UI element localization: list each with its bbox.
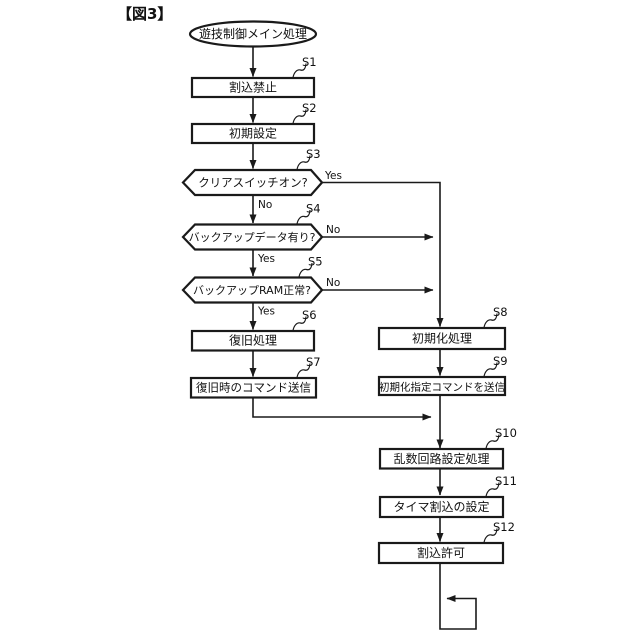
step-id-s5: S5 <box>308 255 323 269</box>
process-box-s6 <box>190 329 316 352</box>
branch-yes-s4: Yes <box>257 253 275 265</box>
step-id-s11: S11 <box>495 474 517 488</box>
process-label-s7: 復旧時のコマンド送信 <box>196 381 311 395</box>
decision-label-s4: バックアップデータ有り? <box>189 230 316 244</box>
leader-s7 <box>296 363 311 378</box>
step-id-s3: S3 <box>306 147 321 161</box>
step-id-s12: S12 <box>493 520 515 534</box>
step-id-s8: S8 <box>493 305 508 319</box>
branch-yes-s5: Yes <box>257 306 275 318</box>
leader-s8 <box>483 313 498 328</box>
process-box-s8 <box>377 326 507 351</box>
process-label-s2: 初期設定 <box>229 126 277 141</box>
decision-hexagon-s4 <box>181 223 324 251</box>
decision-label-s5: バックアップRAM正常? <box>193 284 311 297</box>
process-box-s9 <box>377 375 507 397</box>
start-terminator: 遊技制御メイン処理 <box>188 20 318 48</box>
branch-yes-s3: Yes <box>324 170 342 182</box>
leader-s12 <box>483 528 498 543</box>
process-box-s12 <box>377 541 505 565</box>
process-box-s7 <box>189 376 318 399</box>
connectors <box>249 46 477 630</box>
process-s2: 初期設定 S2 <box>190 101 317 145</box>
process-box-s2 <box>190 122 316 145</box>
decision-label-s3: クリアスイッチオン? <box>198 176 308 190</box>
process-label-s6: 復旧処理 <box>229 333 277 348</box>
decision-s4: バックアップデータ有り? S4 No Yes <box>181 202 340 265</box>
start-label: 遊技制御メイン処理 <box>199 26 307 41</box>
branch-no-s4: No <box>326 224 340 236</box>
decision-s3: クリアスイッチオン? S3 Yes No <box>181 147 342 211</box>
process-label-s10: 乱数回路設定処理 <box>393 451 489 466</box>
step-id-s2: S2 <box>302 101 317 115</box>
process-s10: 乱数回路設定処理 S10 <box>378 426 517 470</box>
process-s1: 割込禁止 S1 <box>190 55 317 99</box>
leader-s5 <box>298 262 313 278</box>
process-s6: 復旧処理 S6 <box>190 308 317 352</box>
process-s7: 復旧時のコマンド送信 S7 <box>189 355 321 399</box>
step-id-s9: S9 <box>493 354 508 368</box>
decision-s5: バックアップRAM正常? S5 No Yes <box>181 255 340 318</box>
step-id-s6: S6 <box>302 308 317 322</box>
process-s8: 初期化処理 S8 <box>377 305 508 351</box>
process-box-s10 <box>378 447 505 470</box>
process-s12: 割込許可 S12 <box>377 520 515 565</box>
process-box-s11 <box>378 495 505 519</box>
process-s9: 初期化指定コマンドを送信 S9 <box>377 354 508 397</box>
process-label-s1: 割込禁止 <box>229 80 277 95</box>
step-id-s7: S7 <box>306 355 321 369</box>
process-label-s8: 初期化処理 <box>412 332 472 346</box>
process-box-s1 <box>190 76 316 99</box>
leader-s1 <box>292 63 307 78</box>
process-s11: タイマ割込の設定 S11 <box>378 474 517 519</box>
branch-no-s5: No <box>326 277 340 289</box>
arrow-s3-yes-to-s8 <box>322 181 444 327</box>
process-label-s11: タイマ割込の設定 <box>393 499 489 514</box>
arrow-s7-to-junction <box>252 397 432 421</box>
figure-label: 【図3】 <box>117 5 172 23</box>
process-label-s9: 初期化指定コマンドを送信 <box>379 381 505 394</box>
leader-s3 <box>296 155 311 170</box>
decision-hexagon-s3 <box>181 168 324 197</box>
process-label-s12: 割込許可 <box>417 545 465 560</box>
arrow-loop-back <box>439 563 477 630</box>
step-id-s10: S10 <box>495 426 517 440</box>
step-id-s1: S1 <box>302 55 317 69</box>
branch-no-s3: No <box>258 199 272 211</box>
leader-s2 <box>292 109 307 124</box>
leader-s6 <box>292 316 307 331</box>
decision-hexagon-s5 <box>181 276 324 304</box>
leader-s11 <box>485 482 500 497</box>
leader-s10 <box>485 434 500 449</box>
step-id-s4: S4 <box>306 202 321 216</box>
start-oval <box>188 20 318 48</box>
leader-s9 <box>483 362 498 377</box>
leader-s4 <box>296 209 311 225</box>
